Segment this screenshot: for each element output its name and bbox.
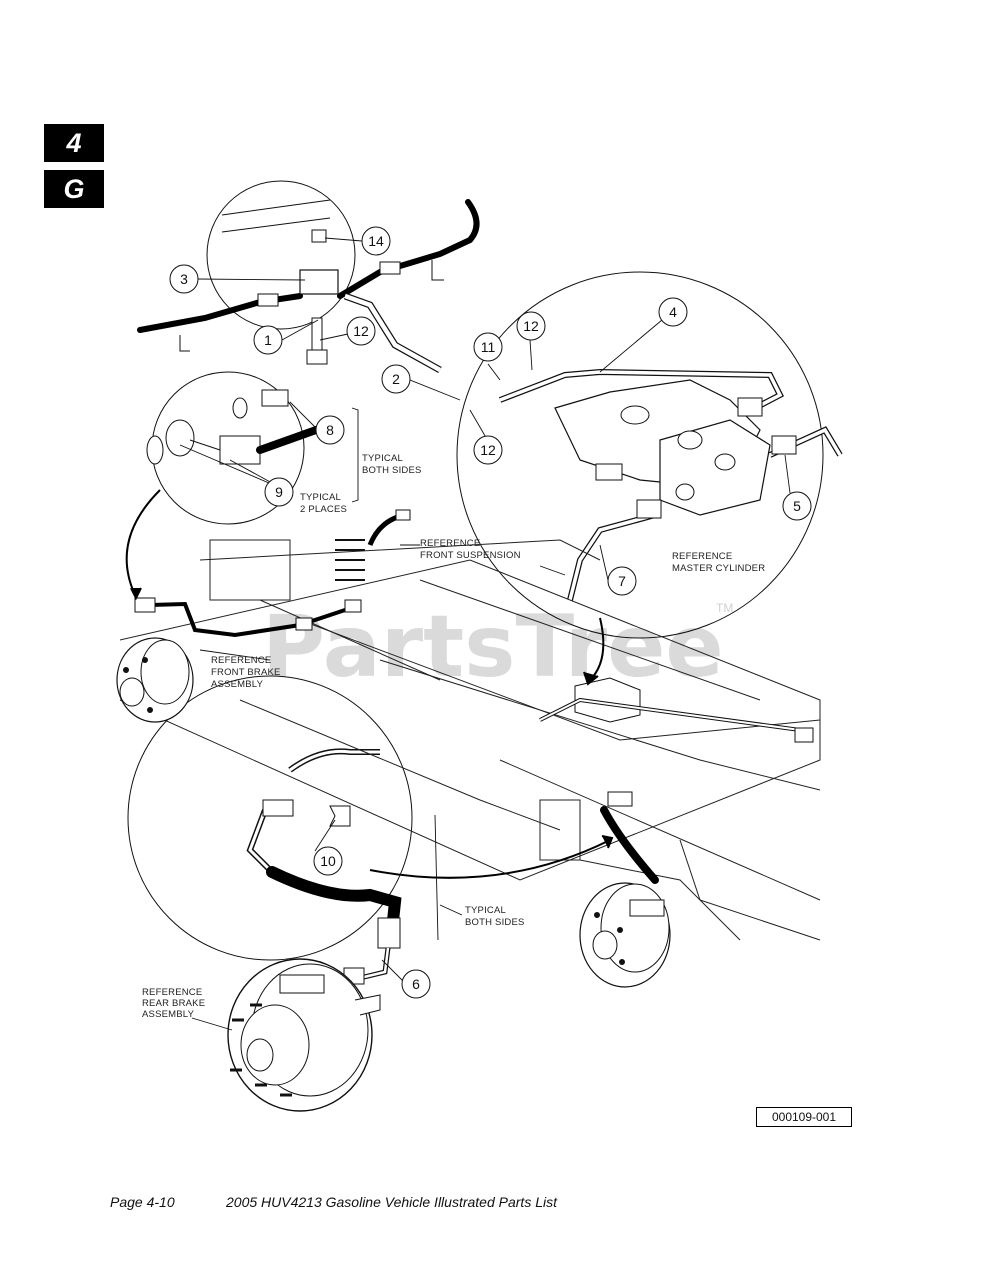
callout-1: 1: [253, 325, 283, 355]
label-front-suspension-1: REFERENCE: [420, 538, 480, 549]
svg-text:14: 14: [368, 233, 384, 249]
callout-14: 14: [361, 226, 391, 256]
label-typical-both-sides-lower-2: BOTH SIDES: [465, 917, 525, 928]
rear-brake-hose-on-chassis: [600, 791, 659, 884]
front-brake-drum: [116, 637, 194, 723]
svg-text:1: 1: [264, 332, 272, 348]
label-master-cylinder-1: REFERENCE: [672, 551, 732, 562]
label-typical-2-places-2: 2 PLACES: [300, 504, 347, 515]
watermark-text: PartsTree: [262, 597, 724, 697]
label-front-brake-2: FRONT BRAKE: [211, 667, 281, 678]
label-typical-2-places-1: TYPICAL: [300, 492, 341, 503]
detail-circle-banjo-fitting: [146, 371, 334, 525]
front-brake-lines: [134, 597, 362, 638]
callout-12-lower: 12: [473, 435, 503, 465]
svg-text:12: 12: [480, 442, 496, 458]
svg-text:11: 11: [481, 339, 496, 355]
detail-circle-master-cylinder: [456, 271, 843, 639]
label-rear-brake-1: REFERENCE: [142, 987, 202, 998]
callout-10: 10: [313, 846, 343, 876]
label-typical-both-sides-upper-1: TYPICAL: [362, 453, 403, 464]
rear-brake-backing-plate: [227, 958, 381, 1112]
label-front-brake-3: ASSEMBLY: [211, 679, 264, 690]
detail-circle-rear-hose: [127, 675, 413, 985]
callout-6: 6: [401, 969, 431, 999]
svg-text:7: 7: [618, 573, 626, 589]
detail-circle-tee-fitting: [137, 180, 480, 374]
svg-text:5: 5: [793, 498, 801, 514]
label-typical-both-sides-lower-1: TYPICAL: [465, 905, 506, 916]
svg-text:3: 3: [180, 271, 188, 287]
callout-11: 11: [473, 332, 503, 362]
label-rear-brake-2: REAR BRAKE: [142, 998, 205, 1009]
figure-id-box: 000109-001: [756, 1107, 852, 1127]
section-tab-number: 4: [44, 124, 104, 162]
chassis-frame: [119, 539, 821, 941]
svg-text:8: 8: [326, 422, 334, 438]
callout-9: 9: [264, 477, 294, 507]
svg-text:12: 12: [523, 318, 539, 334]
callout-5: 5: [782, 491, 812, 521]
label-typical-both-sides-upper-2: BOTH SIDES: [362, 465, 422, 476]
callouts: 3 1 2 12 14 4 11 12 12 5 7 8 9 10 6: [169, 226, 812, 999]
callout-12-upper: 12: [516, 311, 546, 341]
reference-labels: TYPICAL BOTH SIDES TYPICAL 2 PLACES REFE…: [142, 453, 765, 1020]
callout-13: 12: [346, 316, 376, 346]
label-front-brake-1: REFERENCE: [211, 655, 271, 666]
svg-text:9: 9: [275, 484, 283, 500]
section-tab-letter: G: [44, 170, 104, 208]
callout-8: 8: [315, 415, 345, 445]
callout-2: 2: [381, 364, 411, 394]
callout-7: 7: [607, 566, 637, 596]
watermark-trademark: TM: [716, 601, 733, 615]
footer-document-title: 2005 HUV4213 Gasoline Vehicle Illustrate…: [226, 1194, 557, 1210]
svg-text:2: 2: [392, 371, 400, 387]
label-rear-brake-3: ASSEMBLY: [142, 1009, 195, 1020]
rear-brake-drum-right: [579, 882, 671, 988]
callout-4: 4: [658, 297, 688, 327]
svg-text:6: 6: [412, 976, 420, 992]
svg-text:4: 4: [669, 304, 677, 320]
front-suspension-coil: [335, 509, 411, 581]
label-master-cylinder-2: MASTER CYLINDER: [672, 563, 765, 574]
label-front-suspension-2: FRONT SUSPENSION: [420, 550, 521, 561]
routing-arrows: [125, 489, 614, 879]
footer-page-number: Page 4-10: [110, 1194, 175, 1210]
callout-3: 3: [169, 264, 199, 294]
svg-text:10: 10: [320, 853, 336, 869]
leader-lines: [179, 237, 791, 1031]
svg-text:12: 12: [353, 323, 369, 339]
master-cylinder-on-chassis: [539, 677, 814, 743]
